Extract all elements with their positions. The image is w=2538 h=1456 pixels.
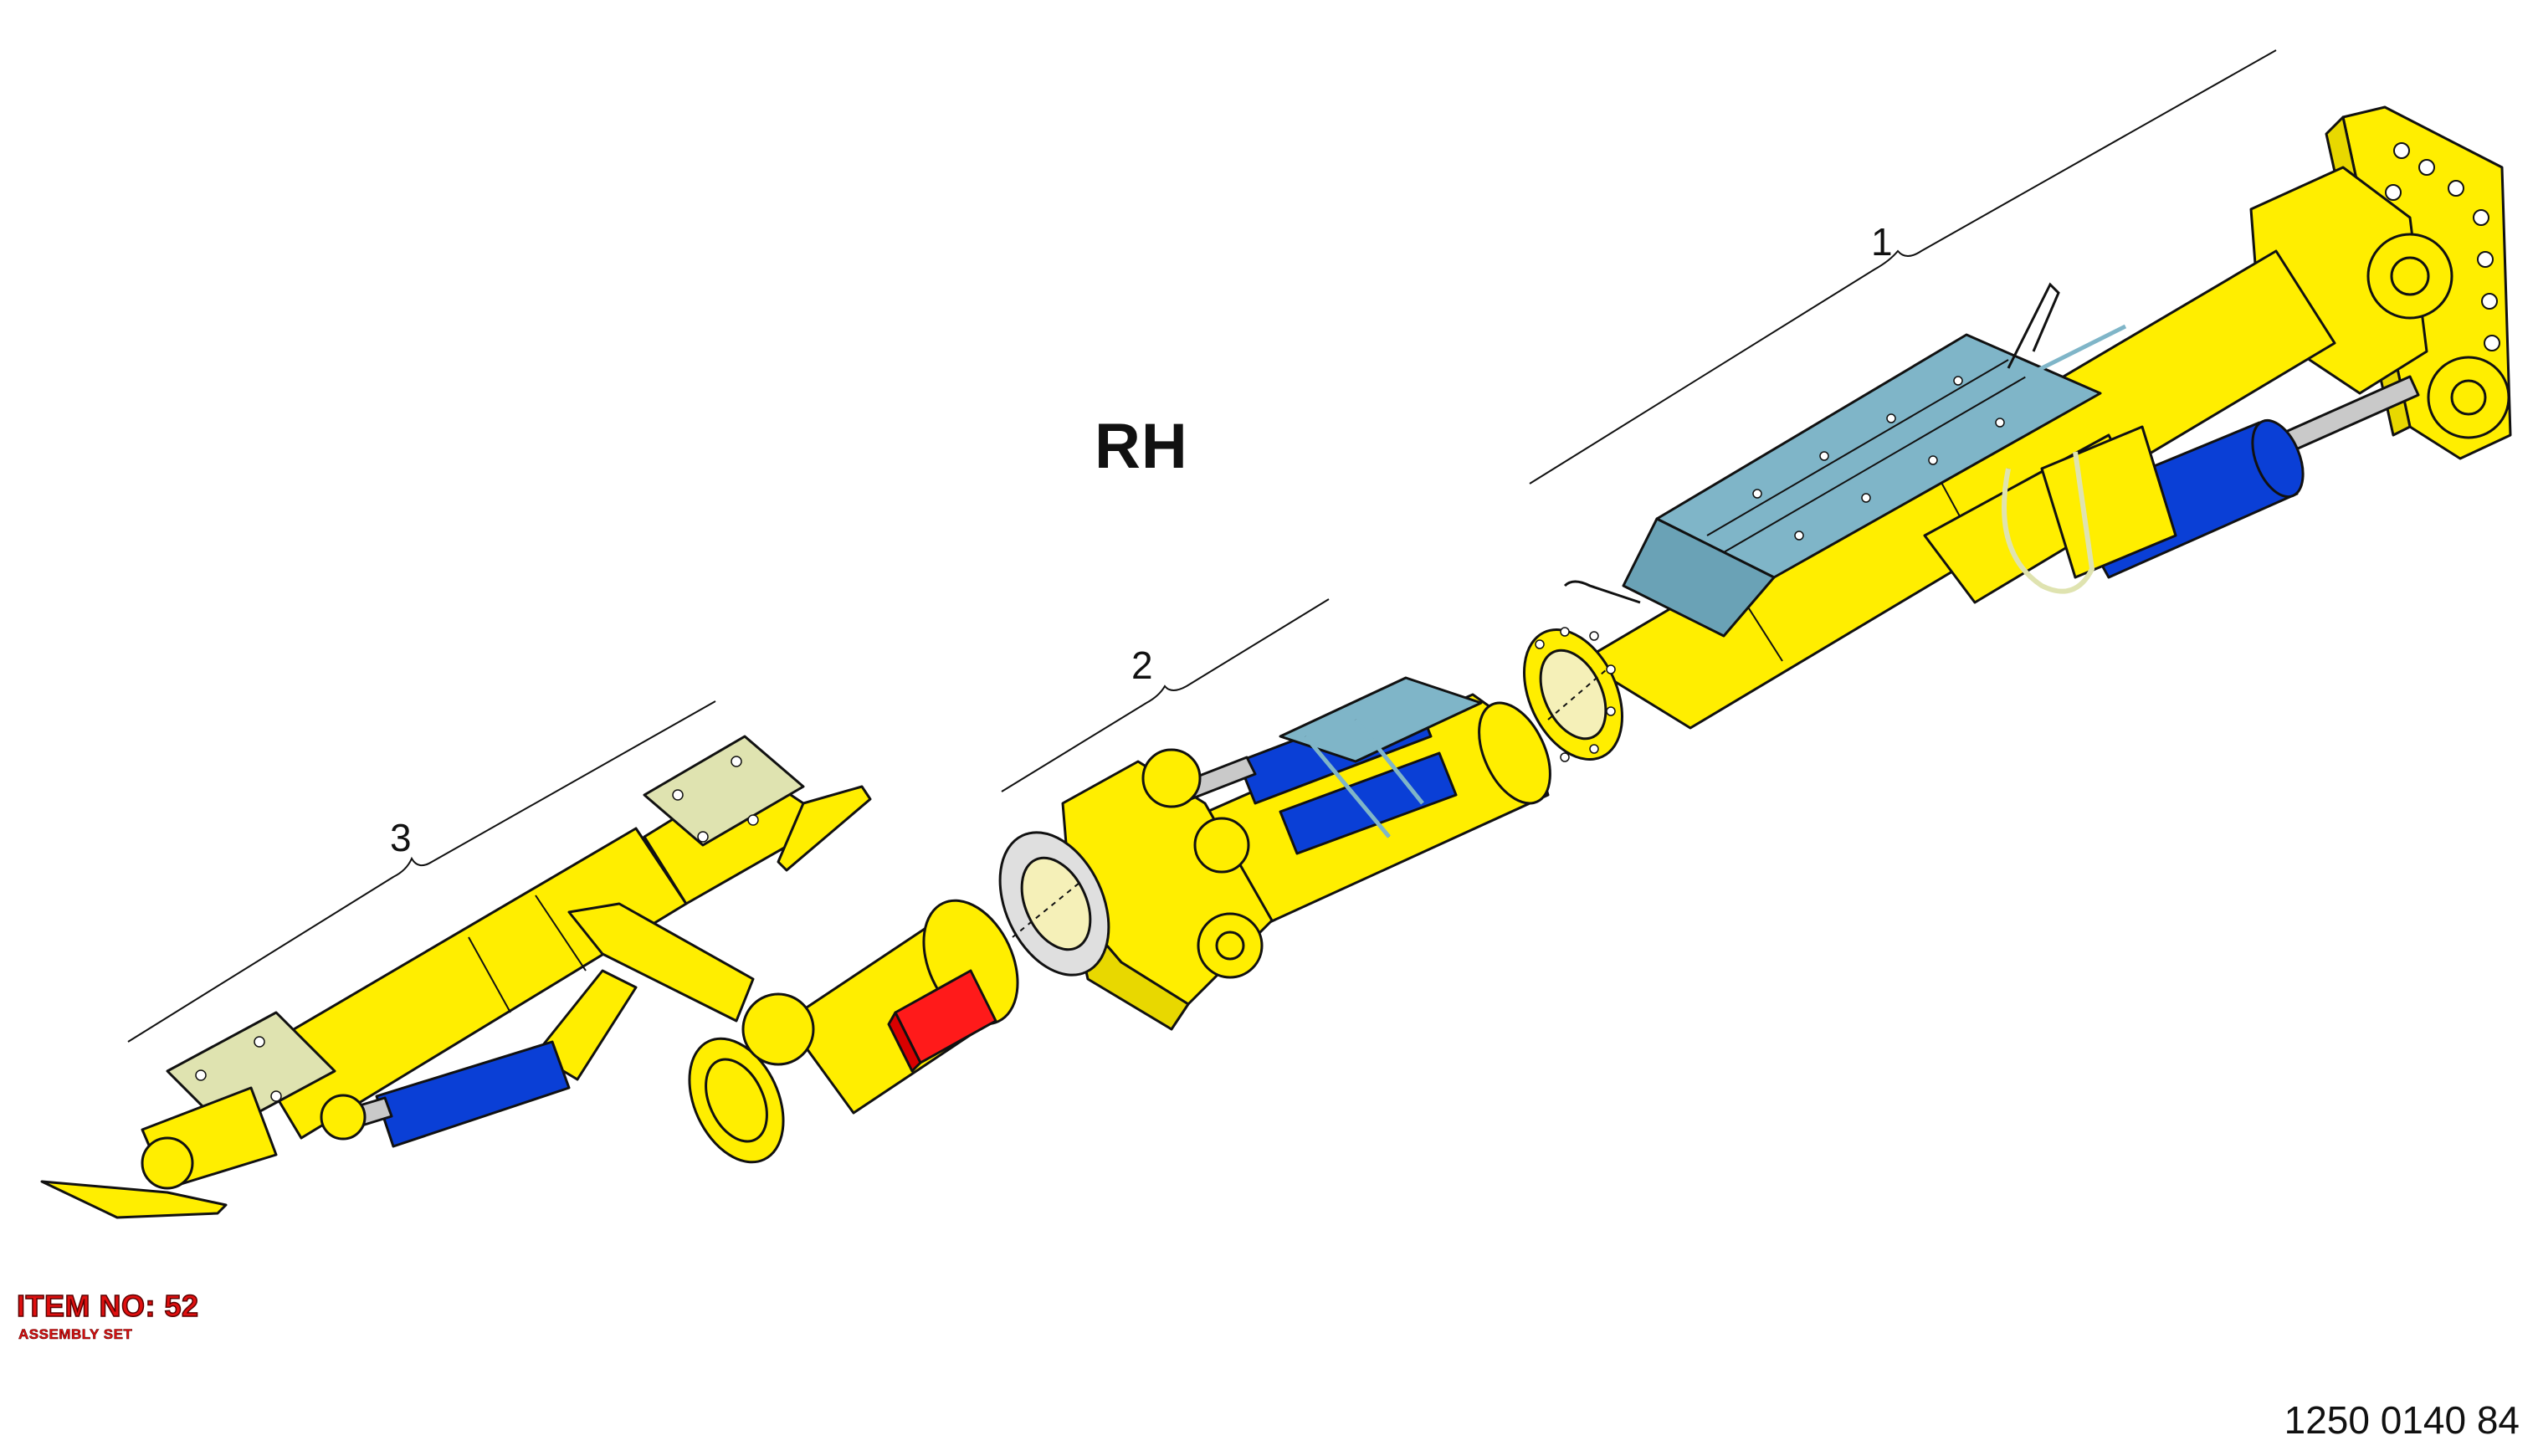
assembly-1-boom-base	[1523, 105, 2512, 762]
callout-label-3: 3	[390, 816, 412, 859]
guard-rivets	[1752, 376, 2005, 541]
side-label: RH	[1095, 411, 1188, 482]
connection-line-2-3	[1012, 882, 1080, 938]
drawing-number: 1250 0140 84	[2284, 1398, 2520, 1442]
callout-bracket-2	[1001, 598, 1330, 792]
callout-bracket-3	[127, 700, 716, 1043]
item-subtitle: ASSEMBLY SET	[18, 1326, 133, 1343]
callout-label-2: 2	[1131, 643, 1153, 687]
callout-bracket-1	[1529, 49, 2277, 484]
callout-label-1: 1	[1871, 220, 1893, 264]
item-number-label: ITEM NO: 52	[16, 1288, 199, 1324]
assembly-3-boom-tip	[40, 735, 1019, 1219]
connection-line-1-2	[1547, 669, 1607, 720]
assembly-2-middle-section	[998, 676, 1551, 1031]
